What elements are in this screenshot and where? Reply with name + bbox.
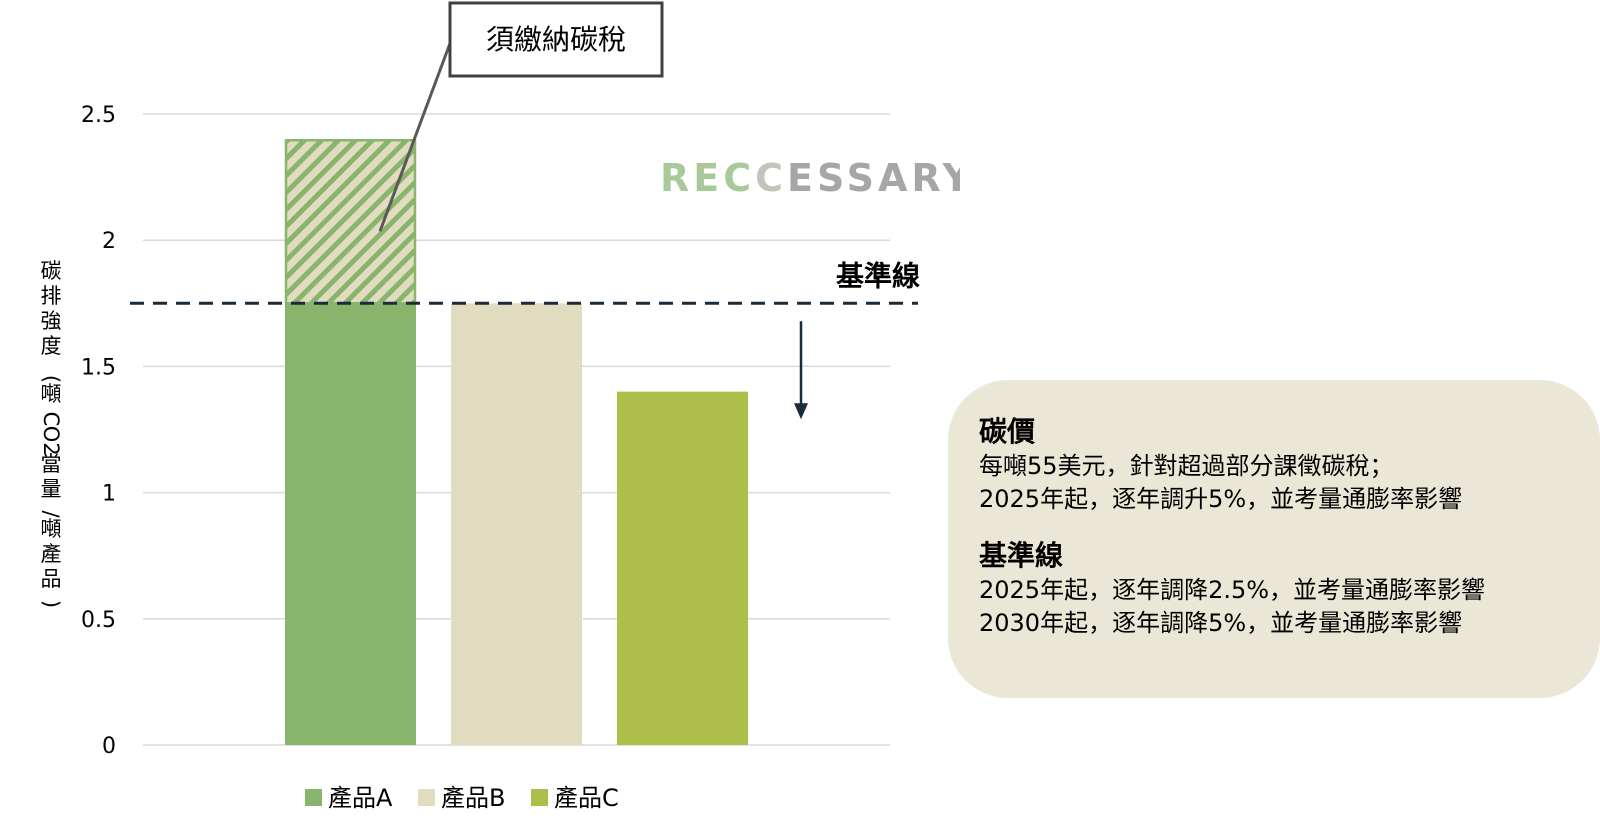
baseline-rule-heading: 基準線 [979,539,1064,572]
legend-label: 產品A [328,784,393,812]
baseline-rule-line: 2025年起，逐年調降2.5%，並考量通膨率影響 [979,576,1486,604]
baseline-label: 基準線 [836,259,920,292]
y-axis-label-char: 噸 [41,382,62,406]
svg-text:RECCESSARY: RECCESSARY [660,156,960,200]
excess-callout: 須繳納碳稅 [378,1,664,232]
y-axis-label-char: 當 [41,452,62,476]
y-axis-label-char: / [39,510,63,518]
bars [284,138,748,745]
legend-swatch [531,789,548,806]
carbon-intensity-chart: 00.511.522.5 基準線 須繳納碳稅 碳排強度(噸CO2當量/噸產品) … [39,1,960,812]
bar-a [285,303,416,745]
y-axis-label-char: 度 [41,334,62,358]
y-tick-label: 0 [102,734,116,759]
carbon-price-heading: 碳價 [979,415,1036,448]
policy-info-panel: 碳價 每噸55美元，針對超過部分課徵碳稅； 2025年起，逐年調升5%，並考量通… [948,380,1600,698]
y-axis-label-char: O [39,426,63,443]
legend-label: 產品B [441,784,505,812]
y-axis-label-char: 2 [39,442,63,455]
y-axis-label-char: 量 [41,477,62,501]
callout-box [448,1,664,78]
baseline-down-arrowhead [794,403,808,420]
bar-c [617,391,748,745]
y-tick-label: 2 [102,229,116,254]
carbon-price-line: 2025年起，逐年調升5%，並考量通膨率影響 [979,485,1463,513]
legend-swatch [305,789,322,806]
y-axis-label-char: 排 [41,284,62,308]
bar-excess-segment [284,138,417,305]
bar-b [451,303,582,745]
y-tick-label: 0.5 [81,608,116,633]
y-axis-ticks: 0 0.5 1 1.5 2 2.5 [81,103,116,759]
legend: 產品A 產品B 產品C [305,784,619,812]
reccessary-watermark: RECCESSARY [660,156,960,200]
watermark-letter: E [693,156,723,200]
watermark-letter: C [755,156,787,200]
y-tick-label: 1.5 [81,355,116,380]
y-tick-label: 2.5 [81,103,116,128]
y-axis-label-char: 品 [41,567,62,591]
y-axis-label-char: ( [39,375,63,383]
legend-label: 產品C [554,784,619,812]
y-axis-label-char: 碳 [41,259,62,283]
baseline: 基準線 [130,259,920,420]
baseline-rule-line: 2030年起，逐年調降5%，並考量通膨率影響 [979,609,1463,637]
callout-leader-line [378,37,454,232]
callout-label: 須繳納碳稅 [486,23,626,56]
legend-swatch [418,789,435,806]
y-axis-label-char: 強 [41,309,62,333]
watermark-letter: R [660,156,693,200]
y-tick-label: 1 [102,482,116,507]
y-axis-label-char: 噸 [41,517,62,541]
carbon-price-line: 每噸55美元，針對超過部分課徵碳稅； [979,452,1394,480]
watermark-letter: C [723,156,755,200]
y-axis-label-char: ) [39,600,63,608]
y-axis-label-char: C [39,412,63,427]
watermark-letter: ESSARY [787,156,960,200]
y-axis-label-char: 產 [41,542,62,566]
